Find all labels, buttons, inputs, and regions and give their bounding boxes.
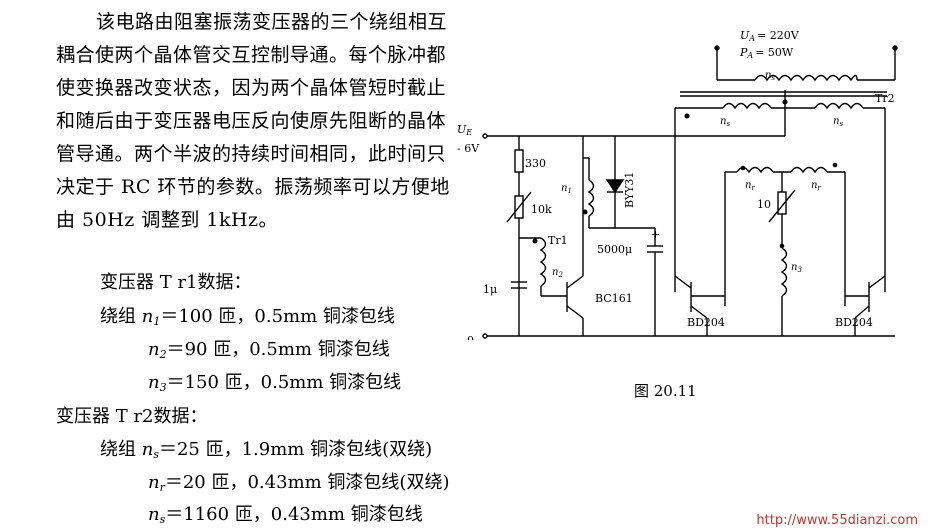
zero-label: 0 xyxy=(467,334,474,340)
n1-label: n1 xyxy=(561,183,572,195)
row-sub: 1 xyxy=(153,315,161,328)
tr2-heading: 变压器 T r2数据： xyxy=(56,406,208,427)
pa-label: PA= 50W xyxy=(739,46,794,60)
row-sub: 2 xyxy=(159,348,167,361)
row-sub: r xyxy=(159,481,165,494)
r10-label: 10 xyxy=(757,198,771,211)
row-value: ＝20 匝，0.43mm 铜漆包线(双绕) xyxy=(164,472,450,493)
c1-label: 1μ xyxy=(483,283,497,296)
t3-label: BD204 xyxy=(835,316,873,329)
ns-right-label: ns xyxy=(833,116,843,128)
tr2-row-2: nr＝20 匝，0.43mm 铜漆包线(双绕) xyxy=(148,468,449,494)
tr2-label: Tr2 xyxy=(875,92,895,105)
transistor-bc161 xyxy=(566,136,584,336)
nr-right-label: nr xyxy=(811,180,821,192)
rc-network xyxy=(506,136,567,336)
row-label: n xyxy=(141,439,154,460)
description-paragraph: 该电路由阻塞振荡变压器的三个绕组相互耦合使两个晶体管交互控制导通。每个脉冲都使变… xyxy=(56,6,456,237)
circuit-diagram: UA= 220V PA= 50W ns Tr2 UE - 6V 330 10k … xyxy=(457,29,898,340)
tr1-label: Tr1 xyxy=(548,234,568,247)
row-value: ＝100 匝，0.5mm 铜漆包线 xyxy=(160,306,395,327)
output-winding xyxy=(680,45,898,97)
tr1-row-1: 绕组 n1＝100 匝，0.5mm 铜漆包线 xyxy=(100,302,395,328)
primary-windings xyxy=(674,90,886,292)
r330-label: 330 xyxy=(525,157,546,170)
row-label: n xyxy=(148,339,160,360)
tr2-row-1: 绕组 ns＝25 匝，1.9mm 铜漆包线(双绕) xyxy=(100,435,432,461)
t1-label: BC161 xyxy=(595,292,633,305)
row-value: ＝25 匝，1.9mm 铜漆包线(双绕) xyxy=(158,439,433,460)
tr1-row-3: n3＝150 匝，0.5mm 铜漆包线 xyxy=(148,368,401,394)
t2-label: BD204 xyxy=(687,316,725,329)
n3-label: n3 xyxy=(791,262,802,274)
ua-label: UA= 220V xyxy=(740,29,800,43)
row-sub: s xyxy=(153,448,159,461)
ue-label: UE xyxy=(457,123,472,137)
tr1-row-2: n2＝90 匝，0.5mm 铜漆包线 xyxy=(148,335,390,361)
row-label: n xyxy=(148,372,160,393)
ue-value: - 6V xyxy=(457,142,480,155)
supply-rail xyxy=(482,108,786,139)
tr1-heading: 变压器 T r1数据： xyxy=(100,272,252,293)
row-label: n xyxy=(148,472,160,493)
n1-diode-branch xyxy=(582,136,655,229)
ground-rail xyxy=(482,333,895,339)
watermark: http://www.55dianzi.com xyxy=(756,513,918,528)
diode-label: BYY31 xyxy=(623,172,636,208)
row-prefix: 绕组 xyxy=(100,306,136,327)
description-text: 该电路由阻塞振荡变压器的三个绕组相互耦合使两个晶体管交互控制导通。每个脉冲都使变… xyxy=(56,11,450,231)
nr-left-label: nr xyxy=(745,180,755,192)
figure-caption: 图 20.11 xyxy=(634,382,697,400)
ns-top-label: ns xyxy=(765,70,775,82)
transistor-bd204-left xyxy=(674,275,725,336)
row-value: ＝1160 匝，0.43mm 铜漆包线 xyxy=(165,504,423,525)
row-value: ＝150 匝，0.5mm 铜漆包线 xyxy=(166,372,402,393)
row-sub: s xyxy=(159,513,166,526)
row-label: n xyxy=(148,504,160,525)
row-label: n xyxy=(141,306,154,327)
row-prefix: 绕组 xyxy=(100,439,136,460)
c2-label: 5000μ xyxy=(597,243,632,256)
feedback-windings xyxy=(724,162,846,336)
description-block: 该电路由阻塞振荡变压器的三个绕组相互耦合使两个晶体管交互控制导通。每个脉冲都使变… xyxy=(56,6,456,237)
row-sub: 3 xyxy=(159,381,167,394)
ns-left-label: ns xyxy=(720,116,730,128)
row-value: ＝90 匝，0.5mm 铜漆包线 xyxy=(166,339,390,360)
transistor-bd204-right xyxy=(845,275,886,336)
n2-label: n2 xyxy=(552,267,563,279)
tr2-row-3: ns＝1160 匝，0.43mm 铜漆包线 xyxy=(148,500,423,526)
r10k-label: 10k xyxy=(531,203,552,216)
capacitor-5000u xyxy=(647,228,663,336)
